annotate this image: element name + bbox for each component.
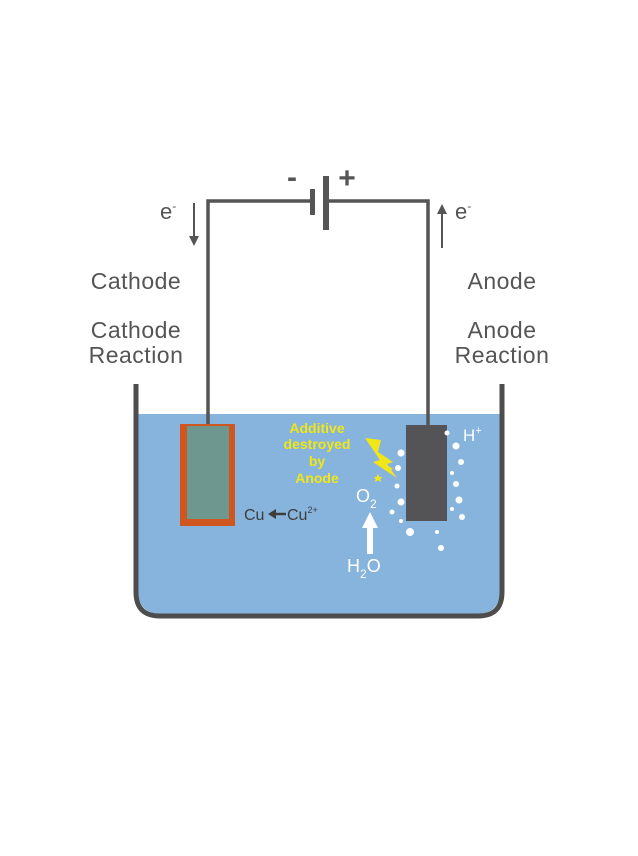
cathode-label: Cathode <box>91 268 181 294</box>
cathode-reaction-line1: Cathode <box>91 317 181 343</box>
wire-right <box>328 199 430 426</box>
battery-icon <box>310 176 329 230</box>
anode-reaction-line2: Reaction <box>455 342 550 368</box>
cathode-reaction-line2: Reaction <box>89 342 184 368</box>
cathode-electrode <box>187 426 229 519</box>
electron-right-label: e- <box>455 199 471 224</box>
bubbles <box>389 430 465 551</box>
copper-label: Cu <box>244 507 264 524</box>
water-label: H2O <box>347 556 381 581</box>
hydrogen-ion-label: H+ <box>463 425 482 445</box>
copper-ion-label: Cu2+ <box>287 505 318 524</box>
additive-line4: Anode <box>295 470 339 486</box>
electron-left-label: e- <box>160 199 176 224</box>
arrow-left-icon <box>268 509 286 519</box>
arrow-up-icon <box>437 204 447 248</box>
spark-star-icon <box>373 466 393 482</box>
anode-label: Anode <box>467 268 536 294</box>
wire-left <box>206 199 310 426</box>
arrow-down-icon <box>189 203 199 246</box>
anode-reaction-line1: Anode <box>467 317 536 343</box>
additive-line3: by <box>309 453 326 469</box>
anode-electrode <box>406 425 447 521</box>
additive-line2: destroyed <box>284 436 351 452</box>
oxygen-label: O2 <box>356 486 377 511</box>
water-arrow-icon <box>362 512 378 554</box>
tank <box>133 384 505 619</box>
battery-plus-sign: + <box>338 162 356 195</box>
battery-minus-sign: - <box>287 161 297 194</box>
additive-line1: Additive <box>289 420 344 436</box>
